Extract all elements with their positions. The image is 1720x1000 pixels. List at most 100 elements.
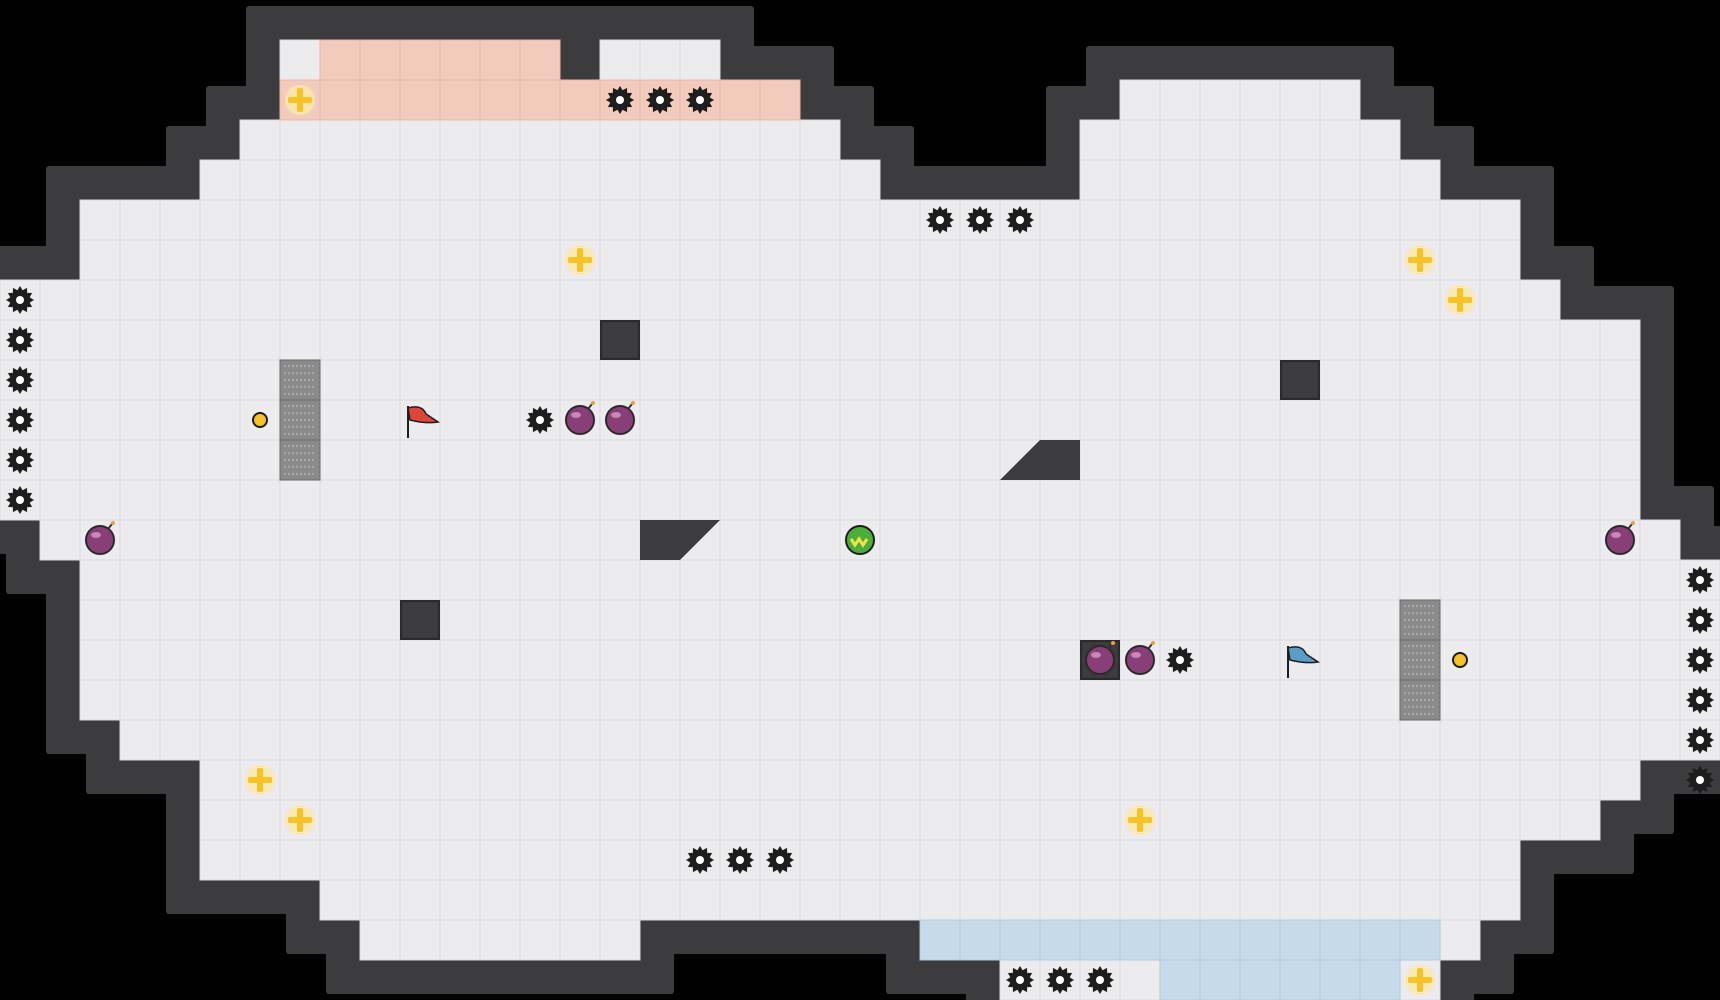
floor-tile <box>679 319 721 361</box>
floor-tile <box>919 639 961 681</box>
floor-tile <box>679 439 721 481</box>
floor-tile <box>1399 759 1441 801</box>
floor-tile <box>1399 559 1441 601</box>
floor-tile <box>359 359 401 401</box>
floor-tile <box>1599 479 1641 521</box>
floor-tile <box>1399 719 1441 761</box>
floor-tile <box>719 599 761 641</box>
floor-tile <box>879 319 921 361</box>
floor-tile <box>1639 679 1681 721</box>
floor-tile <box>1359 519 1401 561</box>
red-zone-tile <box>519 39 561 81</box>
floor-tile <box>1199 839 1241 881</box>
floor-tile <box>959 839 1001 881</box>
floor-tile <box>1079 719 1121 761</box>
floor-tile <box>479 399 521 441</box>
floor-tile <box>639 479 681 521</box>
floor-tile <box>1159 719 1201 761</box>
floor-tile <box>639 359 681 401</box>
floor-tile <box>1199 399 1241 441</box>
floor-tile <box>1239 239 1281 281</box>
floor-tile <box>919 839 961 881</box>
floor-tile <box>1039 679 1081 721</box>
floor-tile <box>1159 679 1201 721</box>
red-zone-tile <box>759 79 801 121</box>
floor-tile <box>799 719 841 761</box>
floor-tile <box>79 399 121 441</box>
floor-tile <box>839 439 881 481</box>
floor-tile <box>239 439 281 481</box>
floor-tile <box>919 439 961 481</box>
floor-tile <box>1519 439 1561 481</box>
floor-tile <box>399 759 441 801</box>
blue-zone-tile <box>1199 959 1241 1000</box>
red-zone-tile <box>519 79 561 121</box>
floor-tile <box>519 679 561 721</box>
floor-tile <box>439 759 481 801</box>
floor-tile <box>679 159 721 201</box>
floor-tile <box>399 879 441 921</box>
floor-tile <box>279 719 321 761</box>
floor-tile <box>559 319 601 361</box>
floor-tile <box>959 319 1001 361</box>
floor-tile <box>519 159 561 201</box>
floor-tile <box>719 679 761 721</box>
floor-tile <box>839 199 881 241</box>
floor-tile <box>1199 199 1241 241</box>
floor-tile <box>1439 199 1481 241</box>
floor-tile <box>1159 559 1201 601</box>
blue-zone-tile <box>1319 959 1361 1000</box>
floor-tile <box>999 599 1041 641</box>
spike-icon <box>966 206 994 234</box>
floor-tile <box>1599 719 1641 761</box>
floor-tile <box>1279 479 1321 521</box>
floor-tile <box>1319 359 1361 401</box>
floor-tile <box>519 199 561 241</box>
floor-tile <box>1239 879 1281 921</box>
floor-tile <box>759 399 801 441</box>
floor-tile <box>239 839 281 881</box>
floor-tile <box>1399 879 1441 921</box>
floor-tile <box>359 679 401 721</box>
floor-tile <box>919 719 961 761</box>
floor-tile <box>759 119 801 161</box>
floor-tile <box>479 679 521 721</box>
floor-tile <box>759 479 801 521</box>
floor-tile <box>1359 119 1401 161</box>
floor-tile <box>239 719 281 761</box>
floor-tile <box>439 479 481 521</box>
floor-tile <box>1239 279 1281 321</box>
floor-tile <box>79 439 121 481</box>
floor-tile <box>199 199 241 241</box>
floor-tile <box>1079 759 1121 801</box>
floor-tile <box>639 879 681 921</box>
bomb-icon <box>605 401 635 435</box>
floor-tile <box>1239 759 1281 801</box>
floor-tile <box>759 679 801 721</box>
floor-tile <box>1519 599 1561 641</box>
floor-tile <box>439 239 481 281</box>
floor-tile <box>439 599 481 641</box>
floor-tile <box>559 519 601 561</box>
floor-tile <box>1559 559 1601 601</box>
floor-tile <box>1319 119 1361 161</box>
blue-zone-tile <box>1039 919 1081 961</box>
floor-tile <box>359 519 401 561</box>
floor-tile <box>1199 239 1241 281</box>
floor-tile <box>159 199 201 241</box>
floor-tile <box>1239 599 1281 641</box>
spike-icon <box>726 846 754 874</box>
floor-tile <box>79 199 121 241</box>
floor-tile <box>1519 519 1561 561</box>
floor-tile <box>679 639 721 681</box>
spike-icon <box>526 406 554 434</box>
floor-tile <box>1079 879 1121 921</box>
spike-icon <box>6 366 34 394</box>
floor-tile <box>839 759 881 801</box>
floor-tile <box>359 919 401 961</box>
floor-tile <box>599 759 641 801</box>
floor-tile <box>1039 839 1081 881</box>
floor-tile <box>639 279 681 321</box>
floor-tile <box>919 679 961 721</box>
